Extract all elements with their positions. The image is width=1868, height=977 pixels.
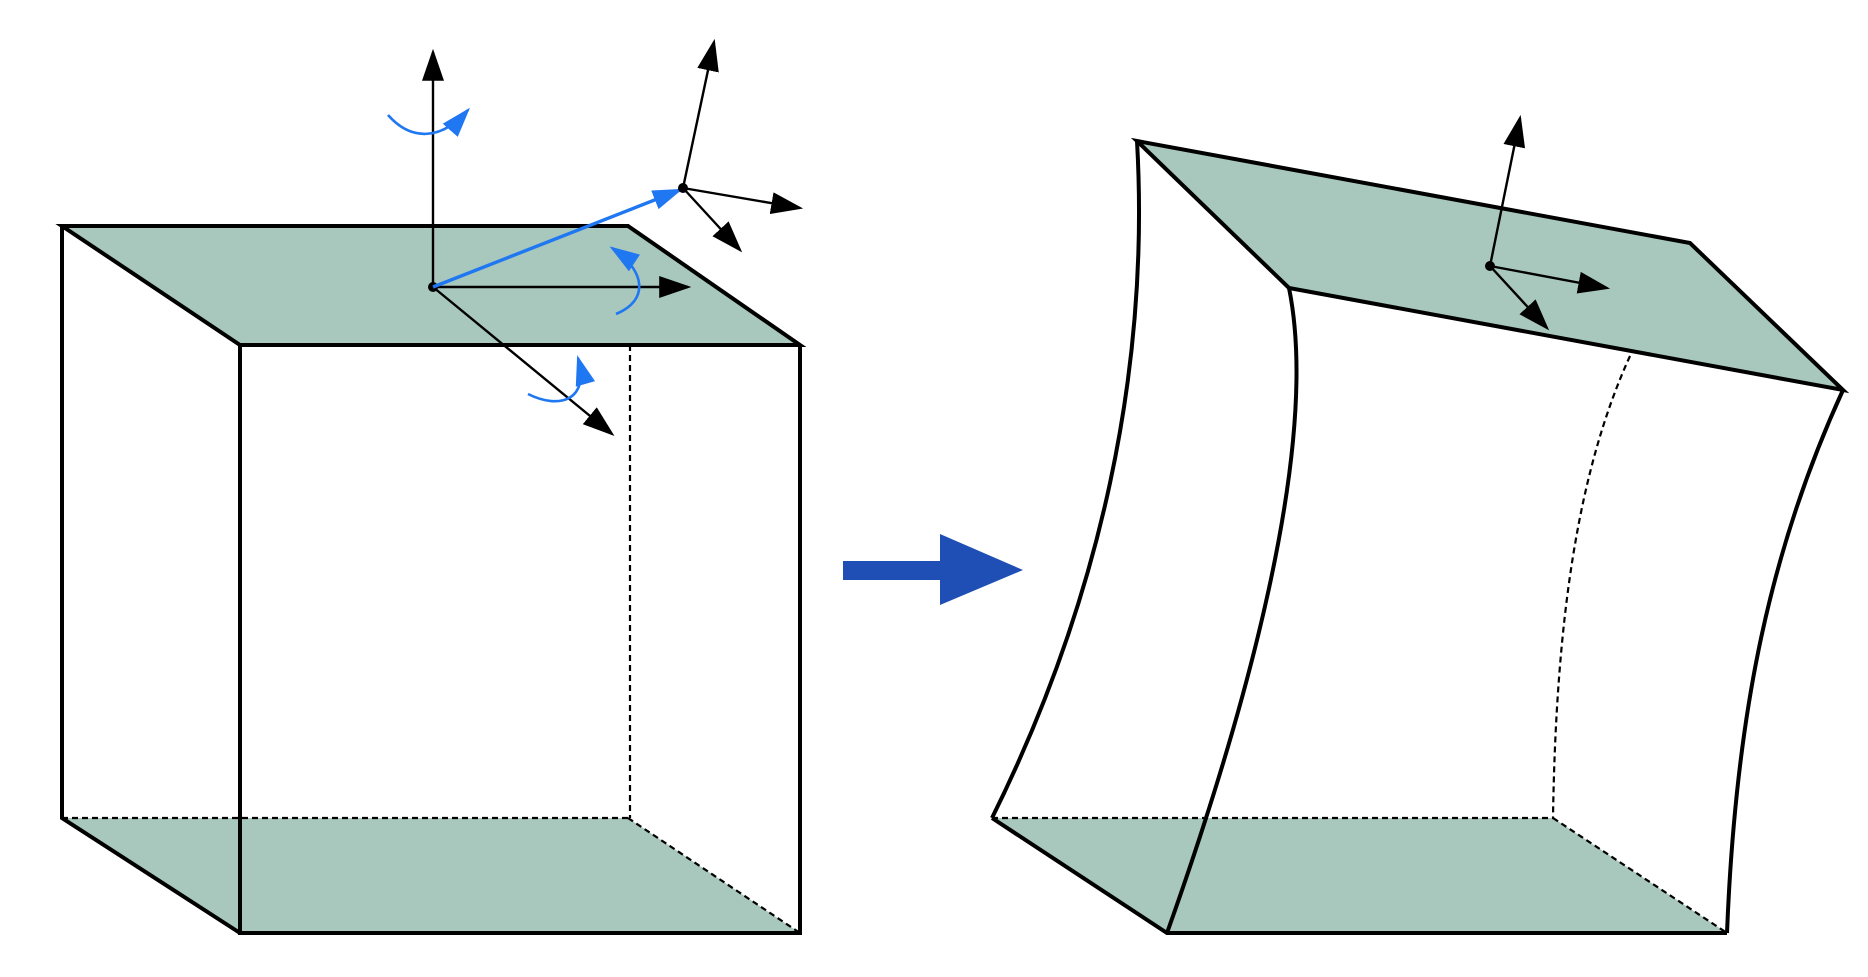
rotation-arrow-depth <box>527 355 596 403</box>
hidden-edge-bottom-right <box>627 817 801 934</box>
bottom-face <box>62 818 800 933</box>
deformed-cube <box>990 114 1850 935</box>
deformed-horizontal-arrow <box>1489 264 1611 294</box>
deformed-depth-arrow <box>1489 265 1550 331</box>
deformed-front-right-edge <box>1725 389 1845 934</box>
left-edges <box>60 226 242 935</box>
deformed-vertical-arrow <box>1488 114 1526 267</box>
deformed-left-back-edge <box>990 140 1142 819</box>
deformed-hidden-bottom-right <box>1552 817 1728 934</box>
deformed-bottom-face <box>992 818 1727 933</box>
displaced-point <box>678 183 688 193</box>
displaced-frame <box>678 38 804 253</box>
rotation-arrow-horizontal <box>609 246 641 316</box>
deformed-bottom-edges <box>990 816 1727 935</box>
deformed-frame <box>1485 114 1611 331</box>
front-face-outline <box>238 345 802 935</box>
displaced-depth-arrow <box>682 187 743 253</box>
displaced-horizontal-arrow <box>682 186 804 214</box>
displaced-vertical-arrow <box>681 38 719 189</box>
displacement-vector-arrow <box>432 188 683 289</box>
deformed-hidden-curved-edge <box>1551 355 1632 819</box>
deformed-point <box>1485 261 1495 271</box>
depth-axis-arrow <box>432 286 615 437</box>
undeformed-cube <box>55 38 807 935</box>
transition-arrow <box>843 534 1023 605</box>
deformed-front-left-edge <box>1165 287 1299 934</box>
rotation-arrow-vertical <box>387 107 470 137</box>
